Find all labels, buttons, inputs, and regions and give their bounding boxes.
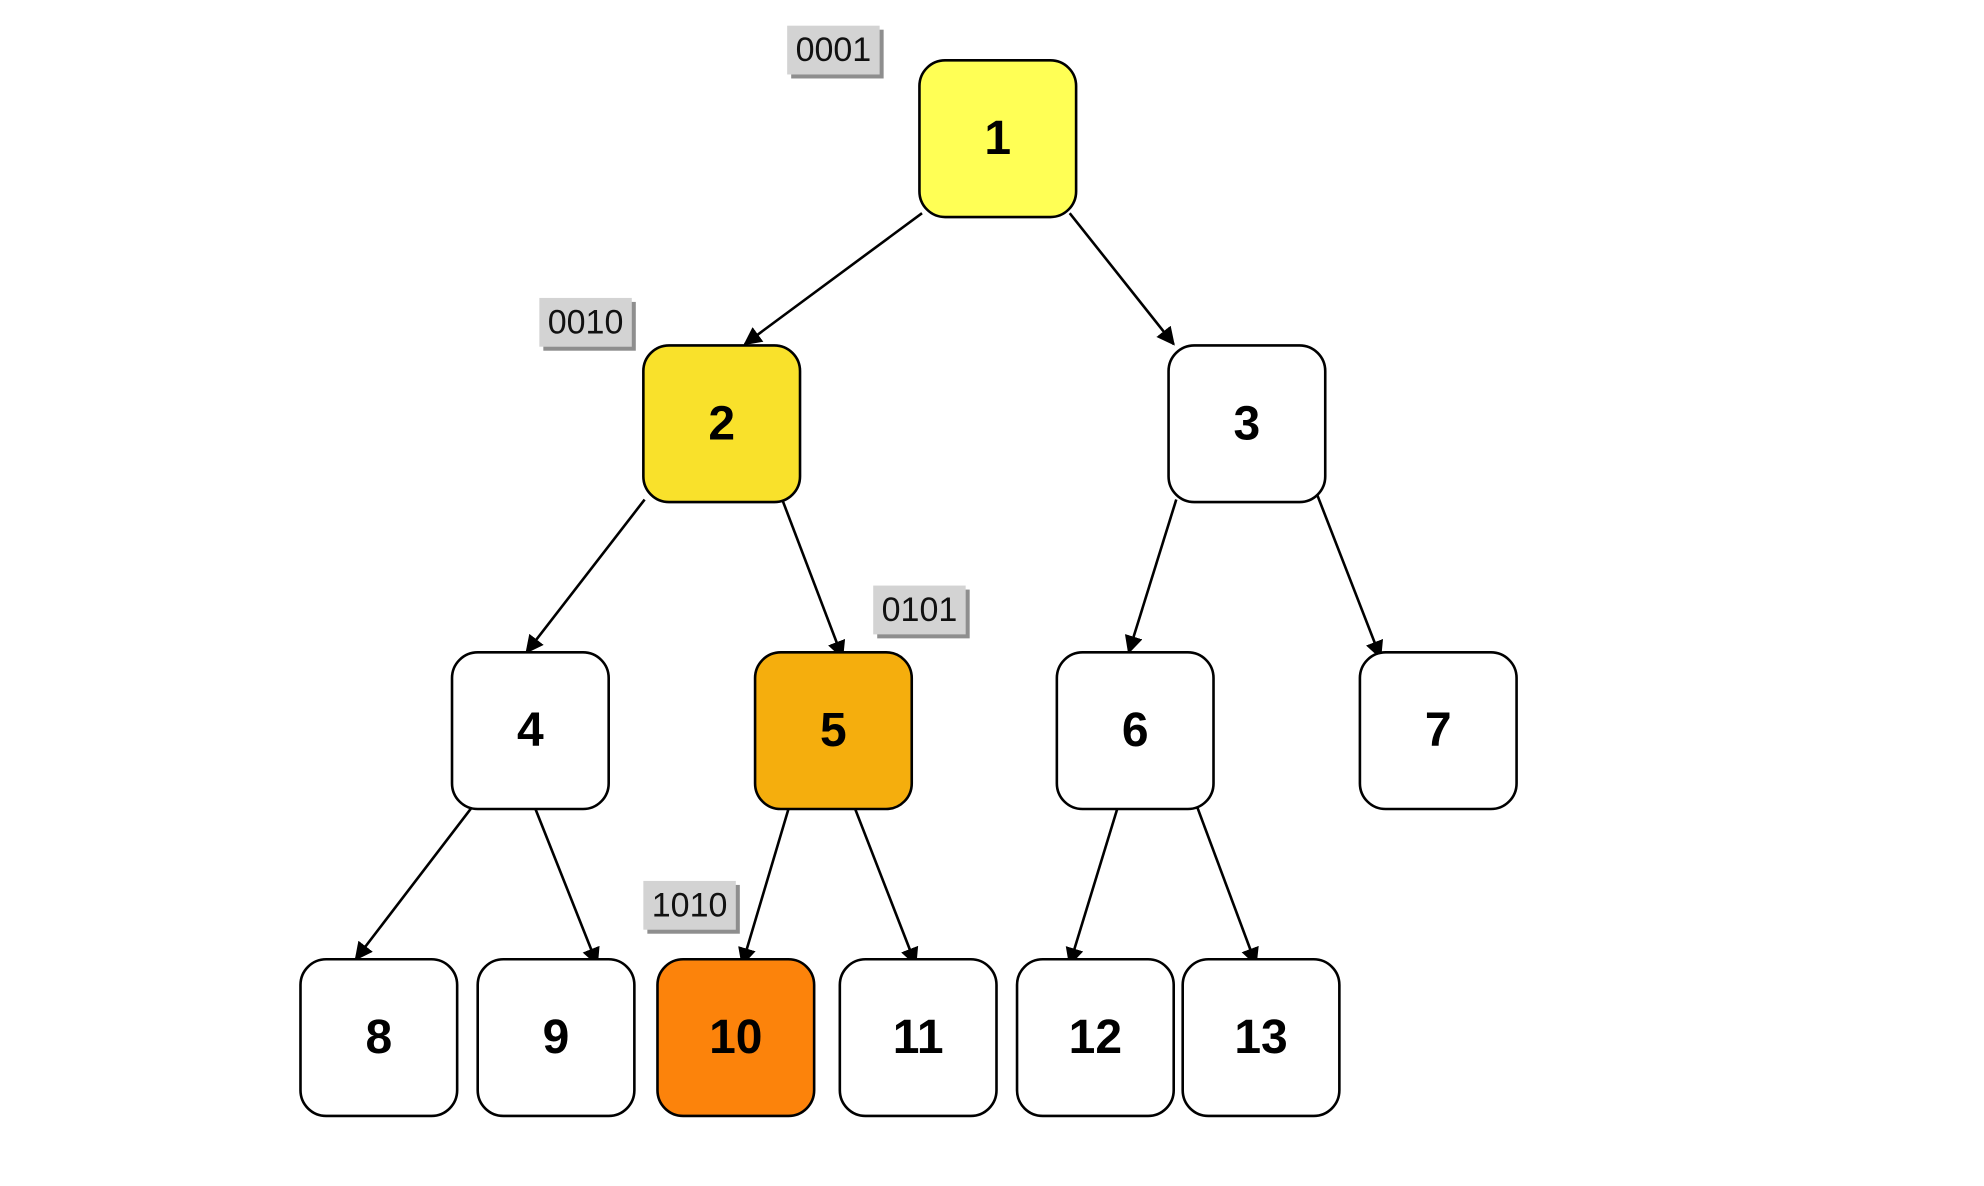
tree-node-1: 1 xyxy=(918,59,1078,219)
edge-1-to-3 xyxy=(1068,212,1175,346)
edge-3-to-6 xyxy=(1124,499,1178,655)
tags-layer: 0001 0010 0101 1010 xyxy=(539,25,970,934)
node-box xyxy=(642,344,802,504)
tag-text: 0010 xyxy=(548,303,624,341)
edge-2-to-4 xyxy=(525,498,646,654)
node-label: 7 xyxy=(1425,704,1452,757)
node-box xyxy=(1181,957,1341,1118)
tag-box xyxy=(787,25,880,75)
edge-2-to-5 xyxy=(779,495,846,660)
node-label: 11 xyxy=(893,1011,944,1064)
edge-4-to-8 xyxy=(354,805,474,961)
node-label: 10 xyxy=(709,1011,762,1064)
edge-5-to-10 xyxy=(738,808,790,967)
tag-text: 0001 xyxy=(796,31,872,69)
tree-node-9: 9 xyxy=(476,957,636,1118)
node-box xyxy=(918,59,1078,219)
node-label: 8 xyxy=(365,1011,392,1064)
tree-node-2: 2 xyxy=(642,344,802,504)
edge-5-to-11 xyxy=(851,802,919,967)
tag-box xyxy=(643,880,736,930)
node-label: 9 xyxy=(543,1011,570,1064)
edge-1-to-2 xyxy=(743,212,923,346)
tree-node-12: 12 xyxy=(1015,957,1176,1118)
node-box xyxy=(1358,651,1518,811)
edge-6-to-13 xyxy=(1194,802,1259,967)
tree-node-10: 10 xyxy=(656,957,816,1118)
binary-tag-node-5: 0101 xyxy=(873,585,970,639)
tree-node-4: 4 xyxy=(450,651,610,811)
node-label: 4 xyxy=(517,704,544,757)
tree-node-8: 8 xyxy=(299,957,459,1118)
node-box xyxy=(753,651,914,811)
tree-node-11: 11 xyxy=(838,957,998,1118)
tree-node-3: 3 xyxy=(1167,344,1327,504)
edge-4-to-9 xyxy=(531,802,600,967)
tag-box xyxy=(539,297,632,347)
node-box xyxy=(656,957,816,1118)
node-box xyxy=(1167,344,1327,504)
node-box xyxy=(1055,651,1215,811)
node-box xyxy=(450,651,610,811)
node-box xyxy=(476,957,636,1118)
edge-6-to-12 xyxy=(1065,808,1119,967)
node-label: 12 xyxy=(1069,1011,1122,1064)
node-label: 13 xyxy=(1234,1011,1287,1064)
tag-text: 1010 xyxy=(652,886,728,924)
tag-box xyxy=(873,585,966,635)
tree-node-7: 7 xyxy=(1358,651,1518,811)
edge-3-to-7 xyxy=(1316,495,1383,660)
node-box xyxy=(838,957,998,1118)
binary-tag-node-10: 1010 xyxy=(643,880,740,934)
node-label: 2 xyxy=(708,397,735,450)
node-label: 3 xyxy=(1234,397,1261,450)
tree-node-6: 6 xyxy=(1055,651,1215,811)
node-label: 5 xyxy=(820,704,847,757)
binary-tag-node-2: 0010 xyxy=(539,297,636,351)
node-label: 1 xyxy=(984,112,1011,165)
binary-tag-node-1: 0001 xyxy=(787,25,884,79)
tag-text: 0101 xyxy=(882,591,958,629)
edges-layer xyxy=(354,212,1383,967)
node-label: 6 xyxy=(1122,704,1149,757)
node-box xyxy=(1015,957,1176,1118)
tree-node-13: 13 xyxy=(1181,957,1341,1118)
tree-node-5: 5 xyxy=(753,651,914,811)
node-box xyxy=(299,957,459,1118)
